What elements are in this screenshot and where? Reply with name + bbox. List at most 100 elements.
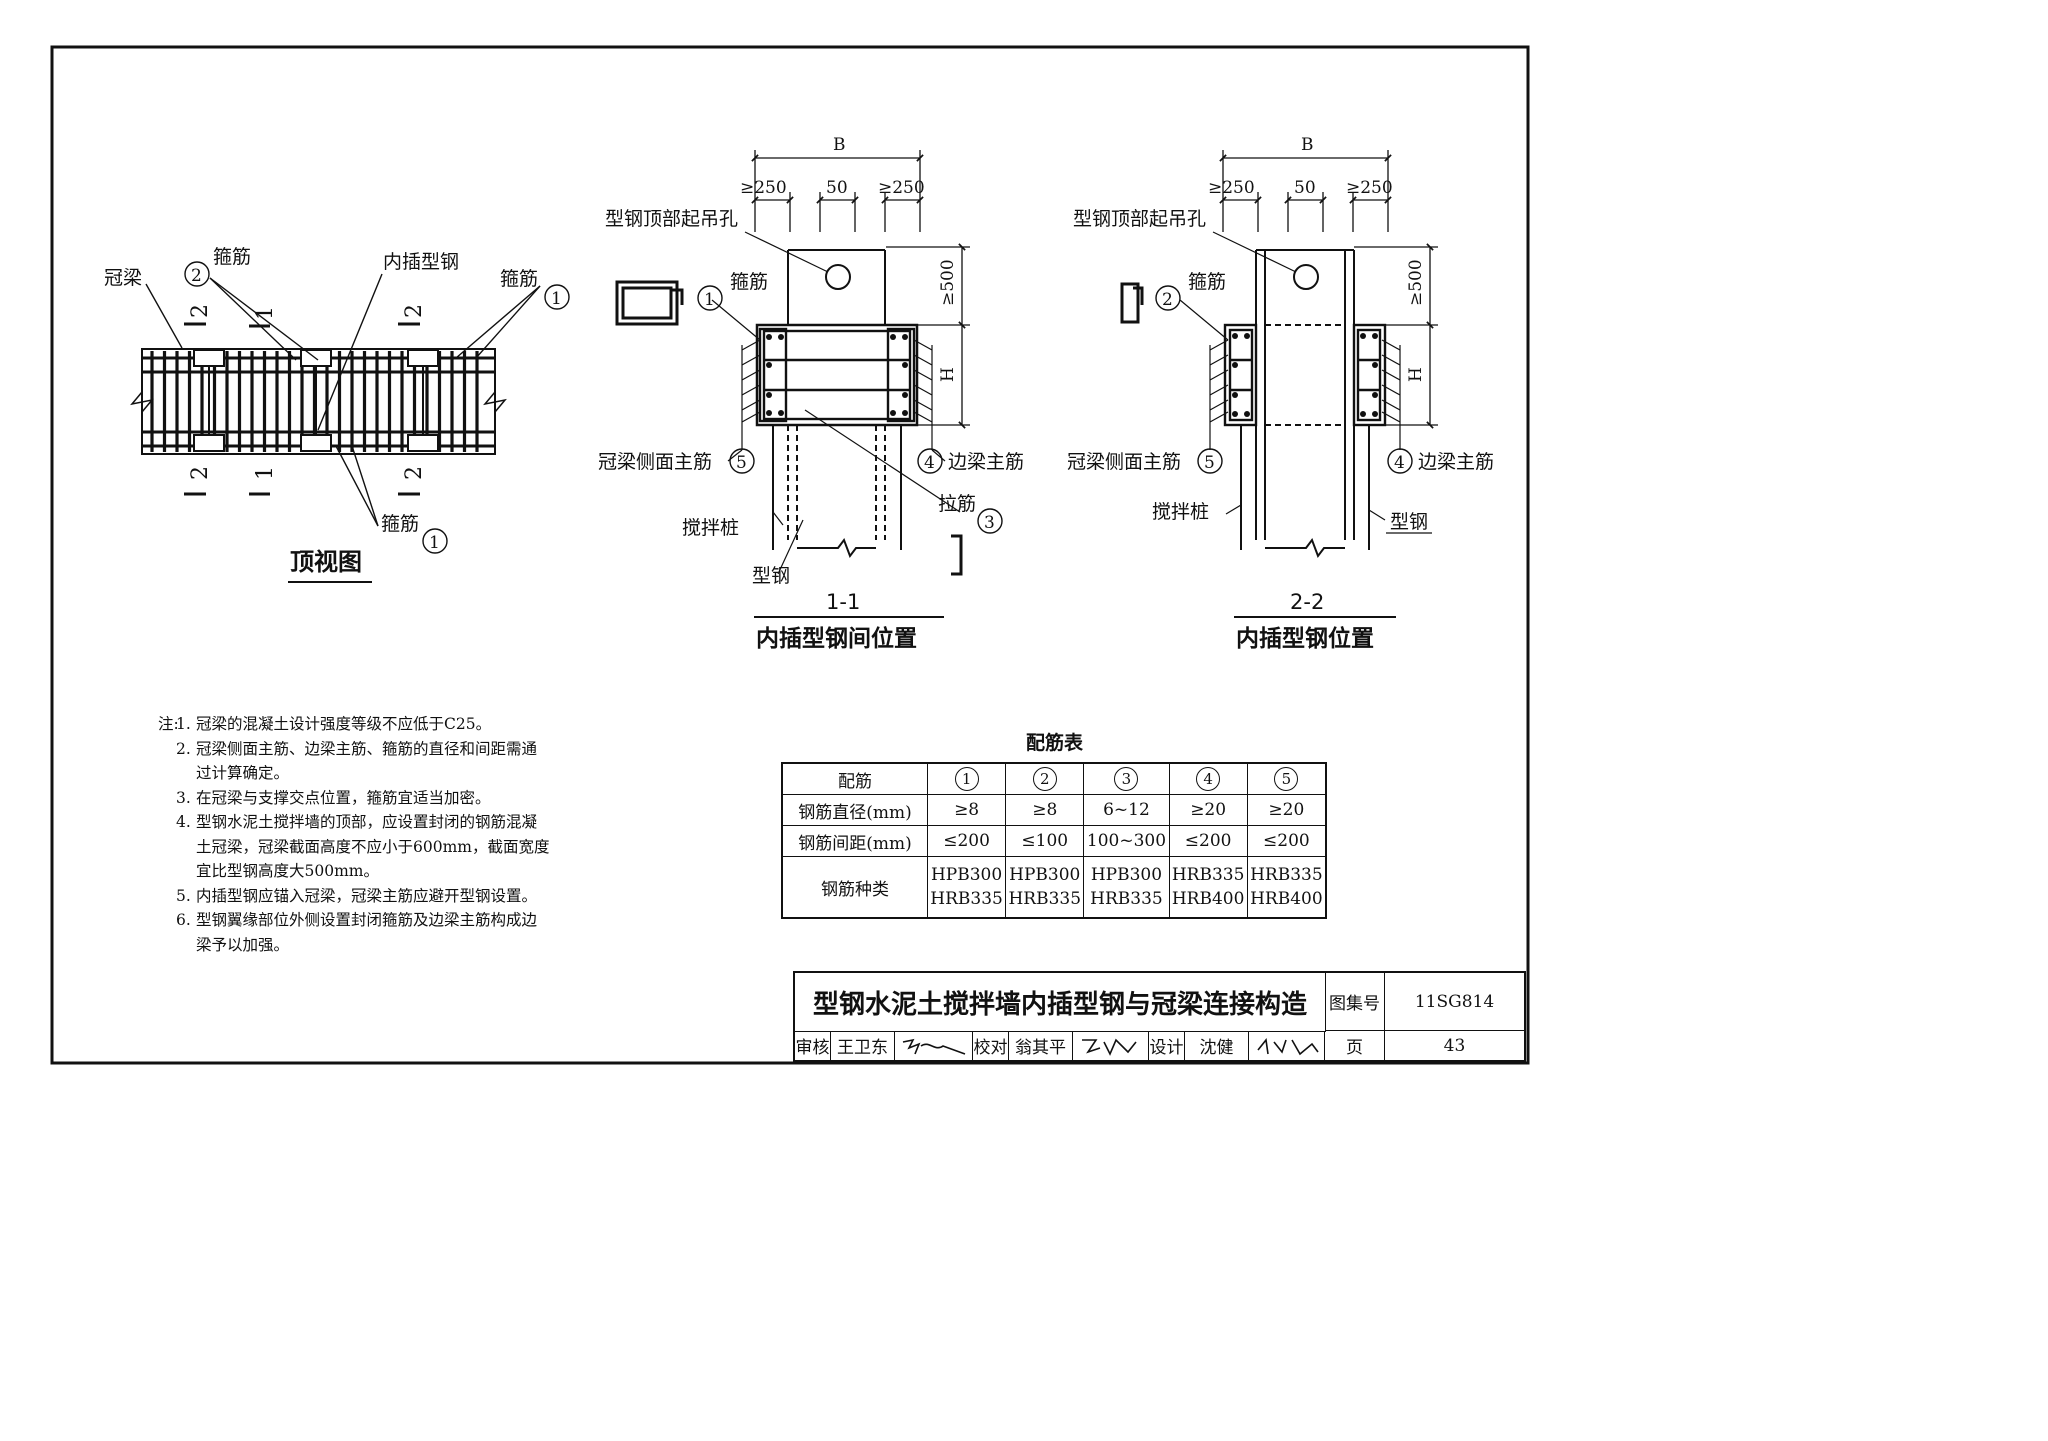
rebar-row-label: 钢筋种类 bbox=[781, 856, 928, 919]
main-bars-1-1 bbox=[766, 334, 908, 416]
atlas-label: 图集号 bbox=[1325, 973, 1385, 1031]
note-number: 5. bbox=[176, 886, 191, 905]
note-number: 6. bbox=[176, 911, 191, 929]
note-line: 冠梁侧面主筋、边梁主筋、箍筋的直径和间距需通 bbox=[196, 739, 538, 758]
dim-left-1-1: ≥250 bbox=[740, 178, 787, 198]
dim-left-2-2: ≥250 bbox=[1208, 178, 1255, 198]
rebar-cell: ≥20 bbox=[1168, 794, 1248, 826]
callout-circle-1-bottom bbox=[422, 528, 448, 554]
check-label: 校对 bbox=[973, 1031, 1009, 1060]
note-item: 6.型钢翼缘部位外侧设置封闭箍筋及边梁主筋构成边梁予以加强。 bbox=[176, 908, 658, 957]
rebar-cell: ≤200 bbox=[1168, 825, 1248, 857]
rebar-col-2: 2 bbox=[1005, 762, 1085, 795]
note-number: 2. bbox=[176, 739, 191, 758]
note-line: 在冠梁与支撑交点位置，箍筋宜适当加密。 bbox=[196, 788, 491, 807]
steel-section-1-1 bbox=[772, 249, 902, 559]
dim-right-1-1: ≥250 bbox=[878, 178, 925, 198]
callout-2-2-2-number: 2 bbox=[1162, 290, 1173, 310]
label-tie-bar-1-1: 拉筋 bbox=[938, 493, 976, 515]
section-2-2-label: 2-2 bbox=[1290, 590, 1324, 614]
callout-3-1-1-number: 3 bbox=[984, 513, 995, 533]
note-line: 宜比型钢高度大500mm。 bbox=[196, 862, 379, 880]
dimensions-2-2 bbox=[1219, 150, 1438, 429]
rebar-row-spacing: 钢筋间距(mm) ≤200 ≤100 100~300 ≤200 ≤200 bbox=[781, 825, 1327, 857]
note-item: 4.型钢水泥土搅拌墙的顶部，应设置封闭的钢筋混凝土冠梁，冠梁截面高度不应小于60… bbox=[176, 810, 658, 884]
dim-500-2-2: ≥500 bbox=[1406, 259, 1426, 306]
notes-list: 1. 冠梁的混凝土设计强度等级不应低于C25。 2. 冠梁侧面主筋、边梁主筋、箍筋的直… bbox=[158, 712, 658, 957]
label-crown-side-bar-2-2: 冠梁侧面主筋 bbox=[1067, 451, 1181, 473]
review-label: 审核 bbox=[795, 1031, 831, 1060]
dim-500-1-1: ≥500 bbox=[938, 259, 958, 306]
label-edge-beam-bar-1-1: 边梁主筋 bbox=[948, 451, 1024, 473]
note-number: 1. bbox=[176, 715, 191, 733]
label-stirrup-1-top: 箍筋 bbox=[500, 268, 538, 290]
dim-B-1-1: B bbox=[833, 135, 846, 155]
steel-section-2-2 bbox=[1240, 249, 1370, 559]
label-crown-beam: 冠梁 bbox=[104, 267, 142, 289]
label-lift-hole-2-2: 型钢顶部起吊孔 bbox=[1073, 208, 1206, 230]
note-number: 4. bbox=[176, 813, 191, 831]
note-item: 1. 冠梁的混凝土设计强度等级不应低于C25。 bbox=[176, 712, 658, 737]
callout-4-2-2-number: 4 bbox=[1394, 453, 1405, 473]
rebar-table-header-label: 配筋 bbox=[781, 762, 928, 795]
designer-signature bbox=[1249, 1031, 1325, 1060]
drawing-title: 型钢水泥土搅拌墙内插型钢与冠梁连接构造 bbox=[795, 973, 1326, 1032]
crown-beam-section-1-1 bbox=[755, 323, 919, 427]
rebar-cage-1-1 bbox=[758, 327, 916, 423]
reviewer-name: 王卫东 bbox=[831, 1031, 895, 1060]
top-view: 2 1 2 2 1 2 冠梁 2 箍筋 内插型钢 箍筋 1 箍筋 1 顶视图 bbox=[104, 246, 570, 583]
rebar-cell: 6~12 bbox=[1083, 794, 1170, 826]
callout-circle-1-1-1 bbox=[697, 285, 723, 311]
rebar-table-header-row: 配筋 1 2 3 4 5 bbox=[781, 762, 1327, 795]
page-number: 43 bbox=[1443, 1035, 1466, 1056]
rebar-cell: ≤200 bbox=[1246, 825, 1327, 857]
label-stirrup-2: 箍筋 bbox=[213, 246, 251, 268]
section-1-top: 1 bbox=[253, 306, 278, 320]
dim-H-2-2: H bbox=[1406, 367, 1426, 382]
design-label: 设计 bbox=[1149, 1031, 1185, 1060]
label-stirrup-2-2: 箍筋 bbox=[1188, 271, 1226, 293]
callout-circle-3-1-1 bbox=[977, 508, 1003, 534]
callout-circle-2-2-2 bbox=[1155, 285, 1181, 311]
section-2-top-left: 2 bbox=[188, 304, 213, 318]
design-notes: 注: 1. 冠梁的混凝土设计强度等级不应低于C25。 2. 冠梁侧面主筋、边梁主筋、箍… bbox=[158, 712, 658, 957]
note-line: 冠梁的混凝土设计强度等级不应低于C25。 bbox=[196, 715, 492, 733]
note-line: 过计算确定。 bbox=[196, 764, 290, 782]
leaders-plan bbox=[145, 273, 541, 527]
page-label: 页 bbox=[1325, 1031, 1385, 1060]
callout-circle-4-2-2 bbox=[1387, 448, 1413, 474]
rebar-col-5: 5 bbox=[1246, 762, 1327, 795]
callout-1-1-1-number: 1 bbox=[704, 290, 715, 310]
rebar-cell: ≥20 bbox=[1246, 794, 1327, 826]
callout-4-1-1-number: 4 bbox=[924, 453, 935, 473]
designer-name: 沈健 bbox=[1185, 1031, 1249, 1060]
notes-head: 注: bbox=[158, 715, 179, 733]
sheet-border bbox=[50, 45, 1530, 1065]
callout-2-number: 2 bbox=[191, 266, 202, 286]
label-edge-beam-bar-2-2: 边梁主筋 bbox=[1418, 451, 1494, 473]
edge-beams-2-2 bbox=[1223, 323, 1387, 427]
note-line: 梁予以加强。 bbox=[196, 935, 290, 954]
main-bars-2-2 bbox=[1232, 333, 1378, 417]
label-steel-1-1: 型钢 bbox=[752, 565, 790, 587]
section-1-1: B ≥250 50 ≥250 ≥500 H bbox=[598, 135, 1024, 652]
reviewer-signature bbox=[895, 1031, 973, 1060]
callout-5-1-1-number: 5 bbox=[736, 453, 747, 473]
rebar-col-4: 4 bbox=[1168, 762, 1248, 795]
dim-right-2-2: ≥250 bbox=[1346, 178, 1393, 198]
break-mark-left bbox=[130, 391, 154, 413]
callout-circle-2 bbox=[184, 261, 210, 287]
note-line: 内插型钢应锚入冠梁，冠梁主筋应避开型钢设置。 bbox=[196, 886, 538, 905]
rebar-cell: ≥8 bbox=[1005, 794, 1085, 826]
section-2-2: B ≥250 50 ≥250 ≥500 H bbox=[1067, 135, 1494, 652]
rebar-cell: ≥8 bbox=[926, 794, 1007, 826]
dim-B-2-2: B bbox=[1301, 135, 1314, 155]
top-view-title: 顶视图 bbox=[290, 548, 362, 576]
stirrup-shape-icon bbox=[615, 280, 684, 326]
tie-bar-icon bbox=[951, 534, 963, 576]
label-stirrup-1-bottom: 箍筋 bbox=[381, 513, 419, 535]
